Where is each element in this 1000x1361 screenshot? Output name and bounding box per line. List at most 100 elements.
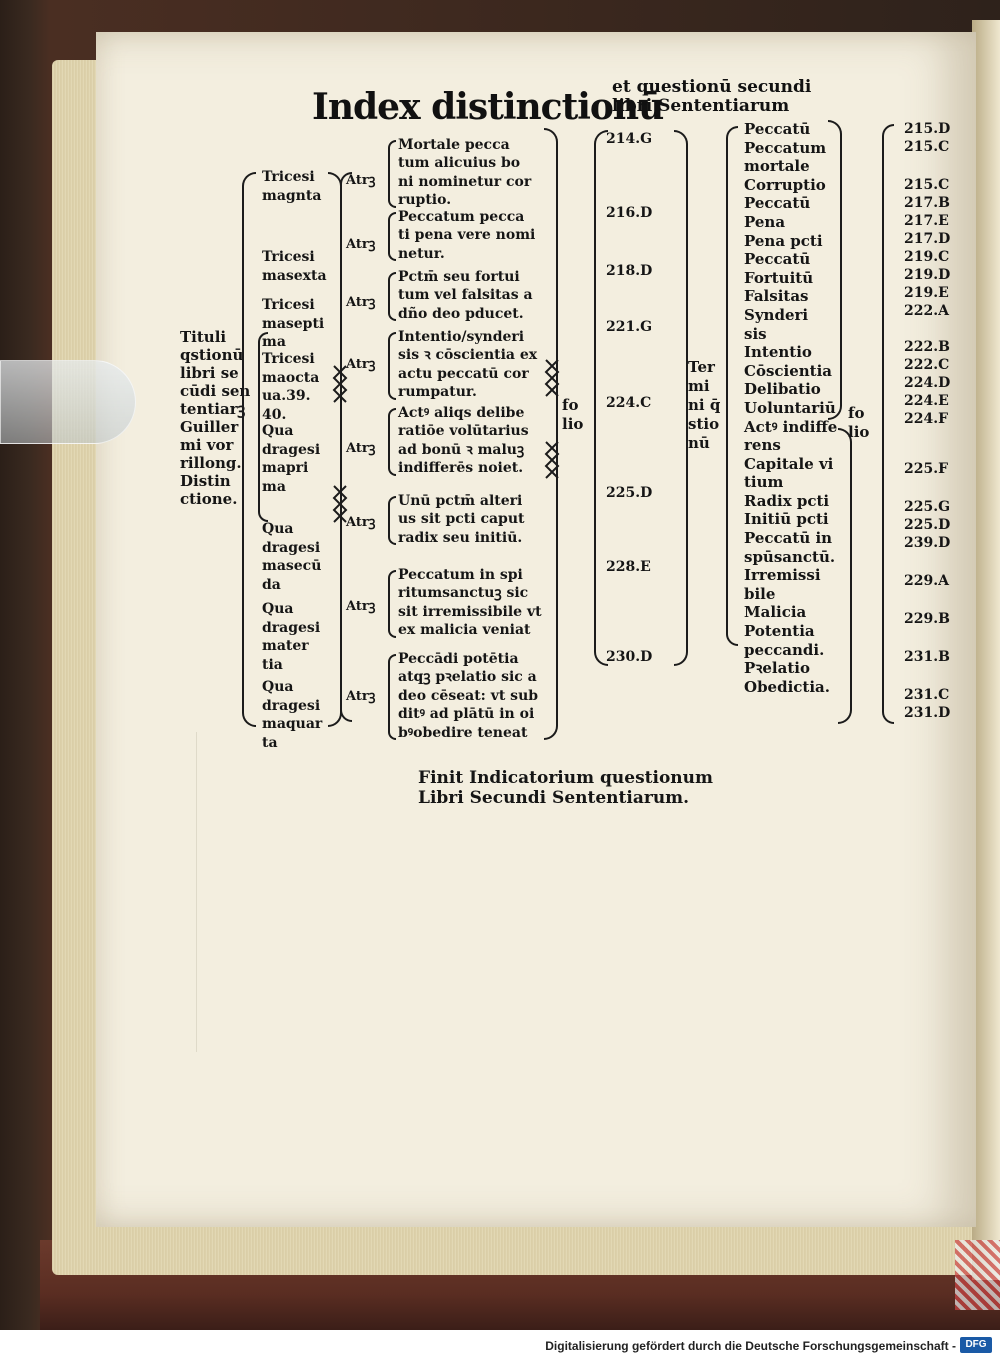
knot-ornament (544, 441, 560, 479)
folio-ref: 228.E (606, 559, 651, 575)
titles-label-line: Distin (180, 472, 231, 490)
termini-label-line: mi (688, 377, 710, 395)
folio-ref: 216.D (606, 205, 653, 221)
question-line: Peccādi potētia (398, 651, 519, 667)
term-entry: Initiū pcti (744, 510, 829, 529)
folio-label-part: lio (562, 414, 584, 433)
distinction-line: maquar (262, 716, 323, 732)
folio-ref: 215.C (904, 177, 950, 193)
question-line: Peccatum in spi (398, 567, 523, 583)
distinction-line: dragesi (262, 697, 321, 714)
show-through (196, 732, 836, 1052)
distinction-line: Qua (262, 679, 294, 695)
terms-brace-right-bottom (838, 428, 852, 724)
distinction-line: 40. (262, 406, 287, 423)
term-entry: Peccatū (744, 250, 811, 269)
distinction-line: ma (262, 478, 286, 495)
distinction-line: tia (262, 656, 283, 673)
folio-ref: 229.B (904, 611, 950, 627)
folio-ref: 217.B (904, 195, 950, 211)
folio-ref: 217.E (904, 213, 949, 229)
distinctions-brace-left (242, 172, 256, 727)
folio-ref: 231.D (904, 705, 951, 721)
term-entry: Irremissi (744, 566, 821, 585)
folio-ref: 230.D (606, 649, 653, 665)
distinction-line: dragesi (262, 441, 321, 458)
question-line: ditꝰ ad plātū in oi (398, 706, 535, 723)
folio-label-part: fo (562, 396, 579, 414)
question-brace (388, 140, 396, 208)
question-line: atqꝫ pꝛelatio sic a (398, 669, 537, 686)
question-line: Mortale pecca (398, 137, 510, 153)
folio-ref: 224.F (904, 411, 949, 427)
question-line: Intentio/synderi (398, 329, 525, 345)
distinction-line: Qua (262, 601, 294, 617)
termini-label-line: nū (688, 434, 710, 452)
folio-ref: 219.C (904, 249, 950, 265)
atr-label: Atrꝫ (346, 173, 376, 188)
folio-ref: 217.D (904, 231, 951, 247)
term-entry: Intentio (744, 343, 812, 362)
question-line: Peccatum pecca (398, 209, 525, 225)
folio-ref: 225.G (904, 499, 951, 515)
term-entry: sis (744, 324, 767, 343)
distinction-line: ta (262, 734, 278, 751)
term-entry: Peccatū (744, 194, 811, 213)
dfg-logo-icon: DFG (960, 1337, 992, 1353)
folio-ref: 231.B (904, 649, 950, 665)
term-entry: Cōscientia (744, 361, 833, 380)
question-line: Pctm̄ seu fortui (398, 269, 520, 285)
term-entry: peccandi. (744, 640, 825, 659)
titles-label-line: rillong. (180, 454, 242, 472)
folio-ref: 225.F (904, 461, 949, 477)
term-entry: Fortuitū (744, 268, 814, 287)
term-entry: Corruptio (744, 175, 826, 194)
question-line: radix seu initiū. (398, 529, 523, 546)
termini-label-line: ni q̄ (688, 396, 721, 414)
question-line: bꝰobedire teneat (398, 724, 528, 741)
titles-label-line: cūdi sen (180, 382, 251, 400)
left-brace (258, 332, 268, 522)
question-line: actu peccatū cor (398, 365, 529, 382)
colophon: Finit Indicatorium questionum Libri Secu… (418, 768, 713, 808)
question-line: ex malicia veniat (398, 622, 531, 639)
termini-label-line: Ter (688, 358, 715, 376)
question-brace (388, 332, 396, 400)
term-entry: mortale (744, 157, 810, 176)
atr-label: Atrꝫ (346, 689, 376, 704)
question-line: ti pena vere nomi (398, 227, 536, 244)
question-brace (388, 496, 396, 546)
question-line: dño deo pducet. (398, 305, 524, 322)
colophon-line: Finit Indicatorium questionum (418, 768, 714, 788)
scanner-clip (0, 360, 136, 444)
term-entry: Peccatum (744, 138, 827, 157)
question-line: ruptio. (398, 192, 452, 209)
distinction-line: ua.39. (262, 388, 311, 404)
term-entry: Falsitas (744, 287, 809, 306)
distinction-line: masecū (262, 558, 322, 574)
folio-ref: 215.C (904, 139, 950, 155)
term-entry: Radix pcti (744, 491, 830, 510)
distinction-line: masexta (262, 267, 327, 284)
term-entry: Capitale vi (744, 454, 834, 473)
question-line: tum vel falsitas a (398, 287, 533, 304)
folio1-brace-right (674, 130, 688, 666)
terms-brace-left (726, 126, 738, 646)
folio-ref: 224.E (904, 393, 949, 409)
titles-label-line: tentiarꝫ (180, 400, 246, 418)
page-subtitle: et questionū secundi libri Sententiarum (612, 78, 811, 116)
folio-ref: 239.D (904, 535, 951, 551)
titles-label-line: Guiller (180, 418, 239, 436)
page-title: Index distinctionū (312, 86, 664, 128)
term-entry: Synderi (744, 305, 809, 324)
atr-label: Atrꝫ (346, 515, 376, 530)
folio-label-part: fo (848, 404, 865, 422)
titles-label-line: ctione. (180, 490, 238, 508)
term-entry: Peccatū in (744, 529, 833, 548)
